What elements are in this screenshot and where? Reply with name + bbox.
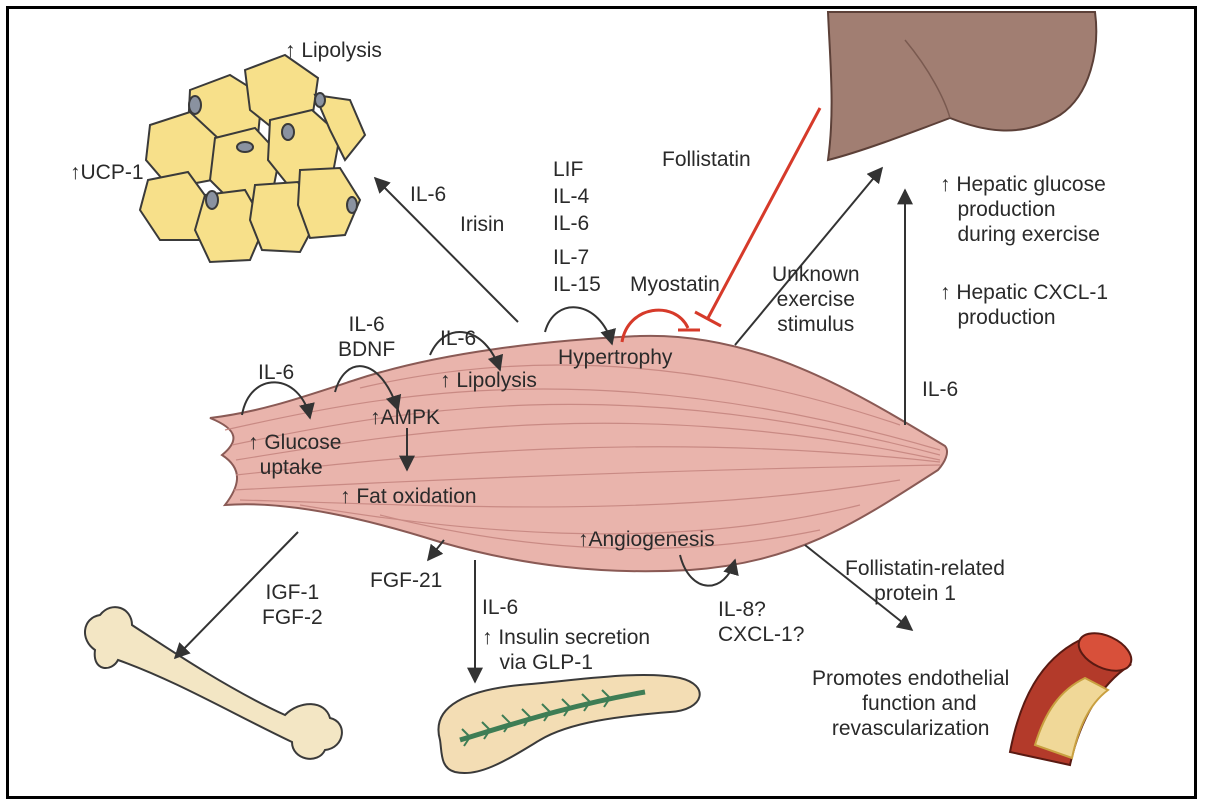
blood-vessel-illustration: [1010, 626, 1137, 765]
signal-lif: LIF: [553, 157, 583, 182]
il6-glucose-label: IL-6: [258, 360, 294, 385]
fat-oxidation-label: ↑ Fat oxidation: [340, 484, 477, 509]
il6-bdnf-label: IL-6 BDNF: [338, 312, 395, 362]
hypertrophy-label: Hypertrophy: [558, 345, 672, 370]
fstl1-label: Follistatin-related protein 1: [845, 556, 1005, 606]
hepatic-glucose-label: ↑ Hepatic glucose production during exer…: [940, 172, 1106, 247]
ucp1-label: ↑UCP-1: [70, 160, 144, 185]
unknown-stimulus-label: Unknown exercise stimulus: [772, 262, 860, 337]
il6-to-liver-label: IL-6: [922, 377, 958, 402]
il8-cxcl1-label: IL-8? CXCL-1?: [718, 597, 804, 647]
bone-factors-label: IGF-1 FGF-2: [262, 580, 323, 630]
signal-il4: IL-4: [553, 184, 589, 209]
myostatin-label: Myostatin: [630, 272, 720, 297]
signal-il15: IL-15: [553, 272, 601, 297]
il6-to-fat-label: IL-6: [410, 182, 446, 207]
il6-lipolysis-label: IL-6: [440, 326, 476, 351]
fgf21-label: FGF-21: [370, 568, 442, 593]
liver-illustration: [828, 12, 1096, 160]
signal-il7: IL-7: [553, 245, 589, 270]
il6-pancreas-label: IL-6: [482, 595, 518, 620]
muscle-lipolysis-label: ↑ Lipolysis: [440, 368, 537, 393]
hepatic-cxcl1-label: ↑ Hepatic CXCL-1 production: [940, 280, 1108, 330]
glucose-uptake-label: ↑ Glucose uptake: [248, 430, 341, 480]
insulin-secretion-label: ↑ Insulin secretion via GLP-1: [482, 625, 650, 675]
pancreas-illustration: [438, 675, 699, 773]
endothelial-function-label: Promotes endothelial function and revasc…: [812, 666, 1009, 741]
signal-il6: IL-6: [553, 211, 589, 236]
adipose-lipolysis-label: ↑ Lipolysis: [285, 38, 382, 63]
ampk-label: ↑AMPK: [370, 405, 440, 430]
follistatin-label: Follistatin: [662, 147, 751, 172]
irisin-label: Irisin: [460, 212, 504, 237]
angiogenesis-label: ↑Angiogenesis: [578, 527, 715, 552]
adipose-tissue-illustration: [140, 55, 365, 262]
